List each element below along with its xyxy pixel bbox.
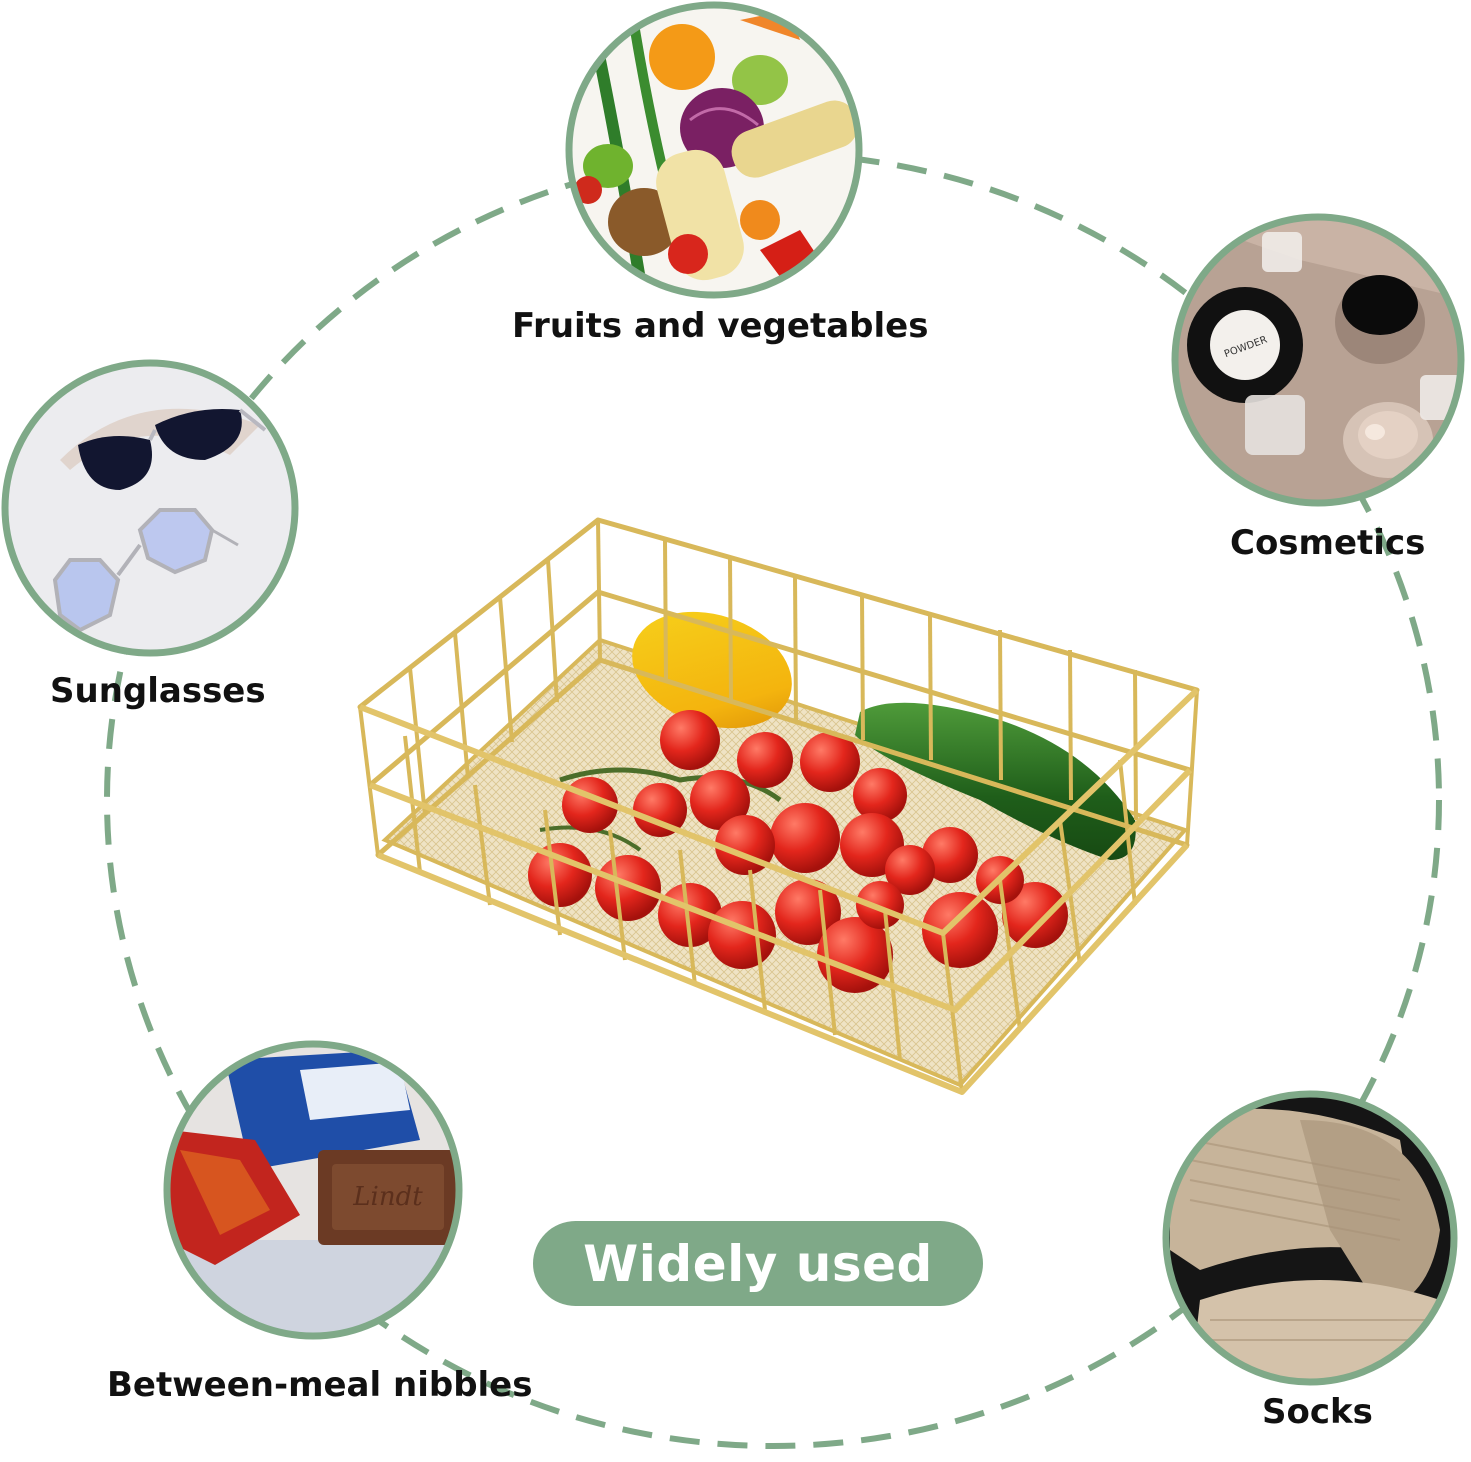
caption-cosmetics: Cosmetics <box>1230 523 1426 563</box>
sunglasses-photo-border <box>1 359 299 657</box>
socks-photo <box>1166 1094 1454 1382</box>
chocolate-snacks-photo: Lindt <box>167 1044 459 1336</box>
cosmetics-photo-border <box>1171 213 1465 507</box>
caption-fruits-vegetables: Fruits and vegetables <box>512 306 929 346</box>
nibbles-photo-border <box>163 1040 463 1340</box>
fruits-vegetables-photo <box>569 5 859 295</box>
svg-text:Lindt: Lindt <box>352 1182 423 1212</box>
widely-used-label: Widely used <box>583 1234 933 1293</box>
widely-used-badge: Widely used <box>533 1221 983 1306</box>
fruits-photo-border <box>565 1 863 299</box>
caption-sunglasses: Sunglasses <box>50 671 266 711</box>
socks-photo-border <box>1162 1090 1458 1386</box>
sunglasses-photo <box>5 363 295 653</box>
gold-wire-basket <box>357 517 1200 1095</box>
caption-between-meal-nibbles: Between-meal nibbles <box>107 1365 533 1405</box>
caption-socks: Socks <box>1262 1392 1373 1432</box>
